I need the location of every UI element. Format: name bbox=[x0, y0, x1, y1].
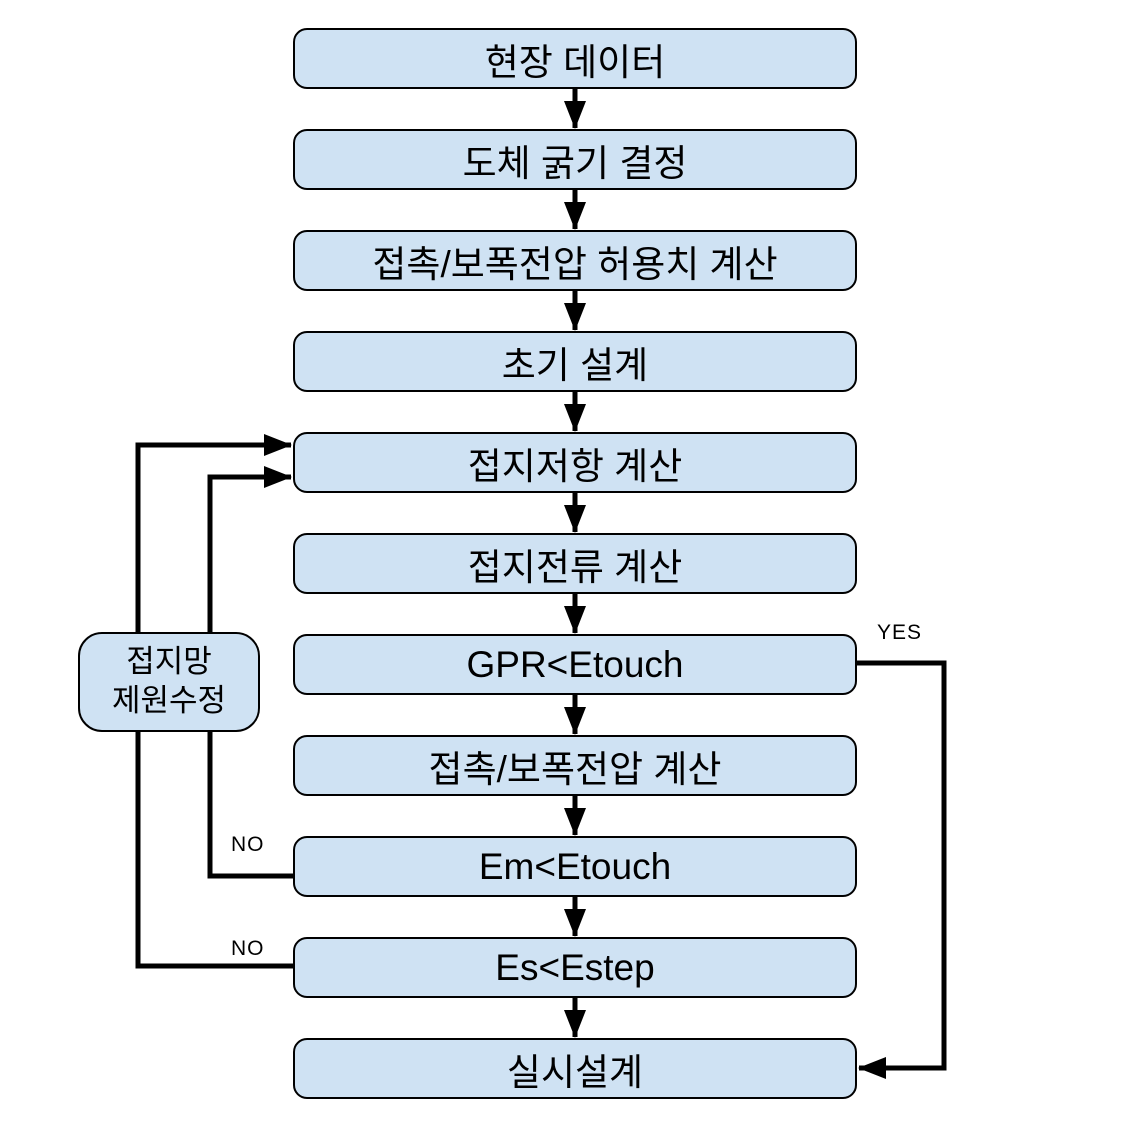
node-label: 도체 굵기 결정 bbox=[462, 142, 688, 184]
node-label: 현장 데이터 bbox=[484, 41, 666, 83]
node-conductor-size: 도체 굵기 결정 bbox=[293, 129, 857, 190]
node-touch-step-voltage-calc: 접촉/보폭전압 계산 bbox=[293, 735, 857, 796]
edge-yes-gpr-to-final-design bbox=[857, 660, 947, 1079]
node-label: 접지저항 계산 bbox=[467, 445, 683, 487]
node-label: 초기 설계 bbox=[501, 344, 649, 386]
node-field-data: 현장 데이터 bbox=[293, 28, 857, 89]
label-no-em: NO bbox=[231, 833, 265, 856]
node-label: 접촉/보폭전압 계산 bbox=[428, 748, 722, 790]
node-allowable-voltage-calc: 접촉/보폭전압 허용치 계산 bbox=[293, 230, 857, 291]
node-label-line2: 제원수정 bbox=[111, 683, 227, 718]
label-no-es: NO bbox=[231, 937, 265, 960]
node-ground-resistance-calc: 접지저항 계산 bbox=[293, 432, 857, 493]
node-label: 접지전류 계산 bbox=[467, 546, 683, 588]
node-label: Em<Etouch bbox=[478, 845, 672, 887]
node-label-line1: 접지망 bbox=[126, 644, 212, 680]
node-es-check: Es<Estep bbox=[293, 937, 857, 998]
node-ground-current-calc: 접지전류 계산 bbox=[293, 533, 857, 594]
node-grounding-grid-revision: 접지망 제원수정 bbox=[78, 632, 260, 732]
node-initial-design: 초기 설계 bbox=[293, 331, 857, 392]
node-em-check: Em<Etouch bbox=[293, 836, 857, 897]
node-gpr-check: GPR<Etouch bbox=[293, 634, 857, 695]
node-label: GPR<Etouch bbox=[466, 643, 684, 685]
node-label: 접촉/보폭전압 허용치 계산 bbox=[372, 243, 778, 285]
node-final-design: 실시설계 bbox=[293, 1038, 857, 1099]
label-yes: YES bbox=[877, 621, 923, 644]
node-label: 실시설계 bbox=[506, 1051, 644, 1093]
node-label: Es<Estep bbox=[495, 946, 655, 988]
